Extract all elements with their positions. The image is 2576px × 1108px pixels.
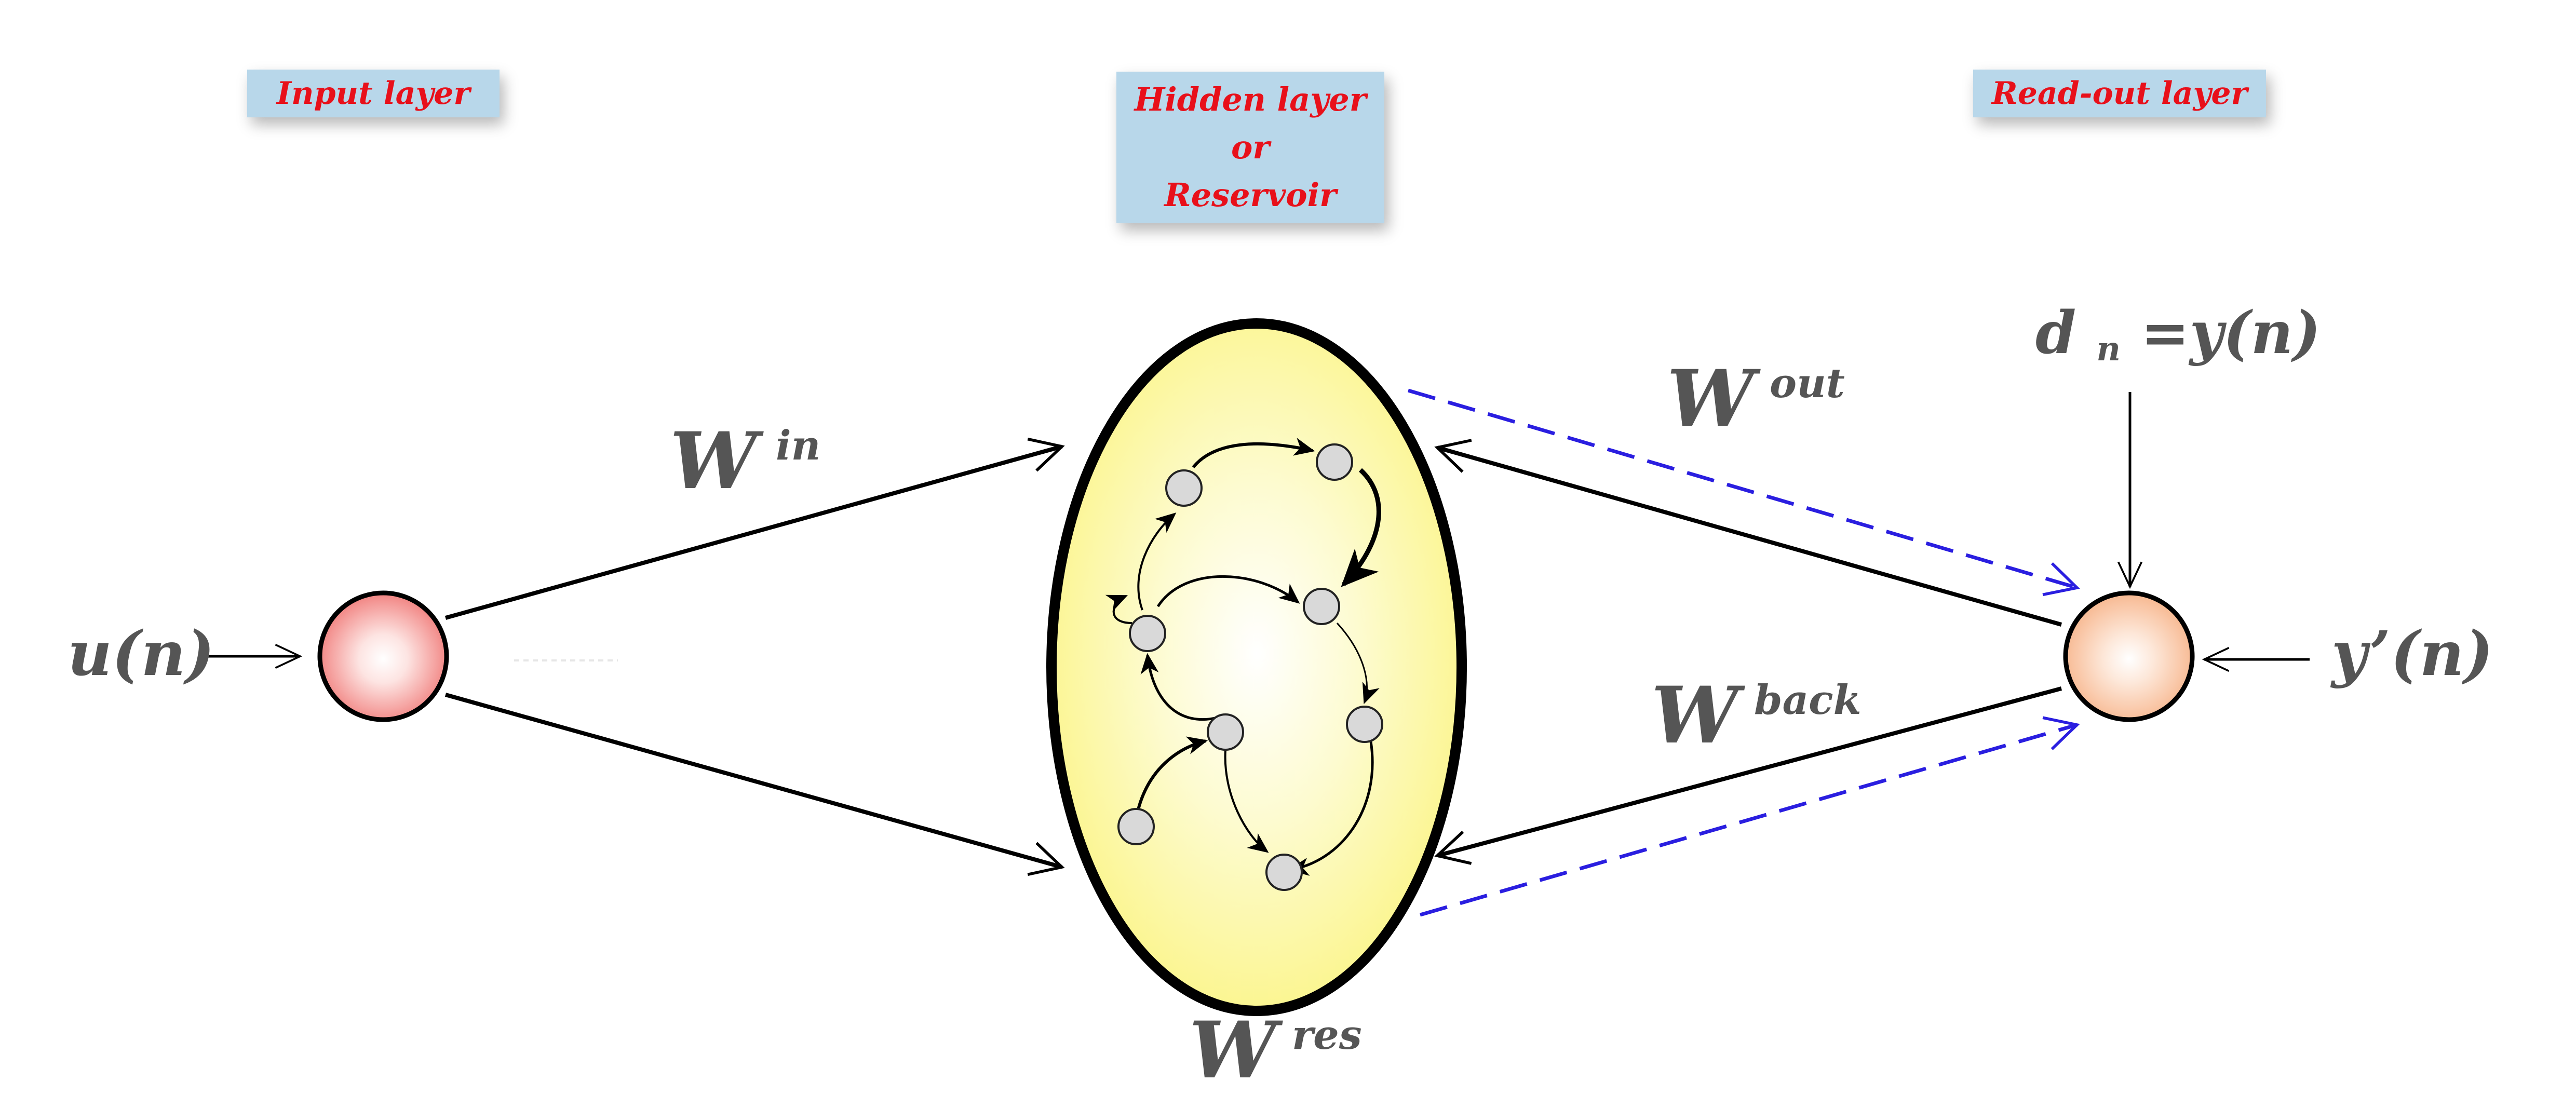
w-out-symbol: W (1667, 353, 1761, 444)
hidden-layer-label: Hidden layer or Reservoir (1116, 72, 1384, 223)
res-edge-c (1156, 575, 1300, 607)
res-edge-b (1341, 468, 1381, 587)
hidden-layer-line-3: Reservoir (1164, 176, 1337, 214)
output-signal-label: y’(n) (2330, 617, 2493, 690)
res-edge-i (1224, 750, 1269, 853)
reservoir-connections (1105, 438, 1381, 876)
w-in-arrow-upper (444, 437, 1065, 620)
w-back-solid-arrow (1434, 686, 2062, 865)
res-edge-f (1336, 622, 1380, 705)
w-in-superscript: in (776, 422, 820, 469)
w-res-superscript: res (1292, 1011, 1362, 1059)
reservoir-node-6 (1346, 706, 1383, 743)
reservoir-node-8 (1265, 854, 1303, 891)
res-edge-d (1137, 512, 1177, 611)
input-layer-label: Input layer (247, 70, 500, 117)
readout-layer-label: Read-out layer (1973, 70, 2266, 117)
input-node (317, 590, 449, 722)
w-in-symbol: W (670, 415, 764, 507)
reservoir-nodes (1117, 443, 1383, 891)
res-edge-g (1140, 653, 1218, 721)
target-label: d n =y(n) (2035, 299, 2321, 374)
w-back-symbol: W (1651, 670, 1745, 761)
reservoir-node-2 (1316, 443, 1353, 481)
output-node (2063, 590, 2195, 722)
w-out-superscript: out (1770, 360, 1845, 407)
hidden-layer-line-2: or (1231, 128, 1270, 166)
target-d: d (2035, 299, 2076, 367)
res-edge-a (1192, 438, 1315, 468)
w-out-label: W out (1667, 353, 1845, 444)
w-res-label: W res (1189, 1005, 1362, 1096)
res-edge-h (1136, 736, 1208, 814)
w-in-label: W in (670, 415, 820, 507)
reservoir-node-5 (1207, 713, 1244, 751)
reservoir (1046, 318, 1467, 1016)
w-res-symbol: W (1189, 1005, 1283, 1096)
w-back-superscript: back (1754, 677, 1862, 724)
w-out-solid-arrow (1434, 439, 2062, 627)
readout-dashed-arrow-lower (1420, 716, 2080, 917)
readout-dashed-arrow-upper (1408, 388, 2080, 597)
w-back-label: W back (1651, 670, 1862, 761)
reservoir-node-7 (1117, 808, 1155, 845)
res-edge-j (1288, 741, 1374, 876)
res-edge-e (1105, 594, 1132, 624)
reservoir-node-1 (1165, 469, 1203, 507)
hidden-layer-line-1: Hidden layer (1134, 80, 1367, 118)
target-subscript: n (2096, 330, 2121, 369)
input-signal-label: u(n) (68, 617, 214, 690)
reservoir-node-3 (1303, 588, 1340, 625)
w-in-arrow-lower (444, 693, 1065, 876)
target-rhs: =y(n) (2141, 299, 2321, 367)
reservoir-node-4 (1129, 615, 1166, 652)
